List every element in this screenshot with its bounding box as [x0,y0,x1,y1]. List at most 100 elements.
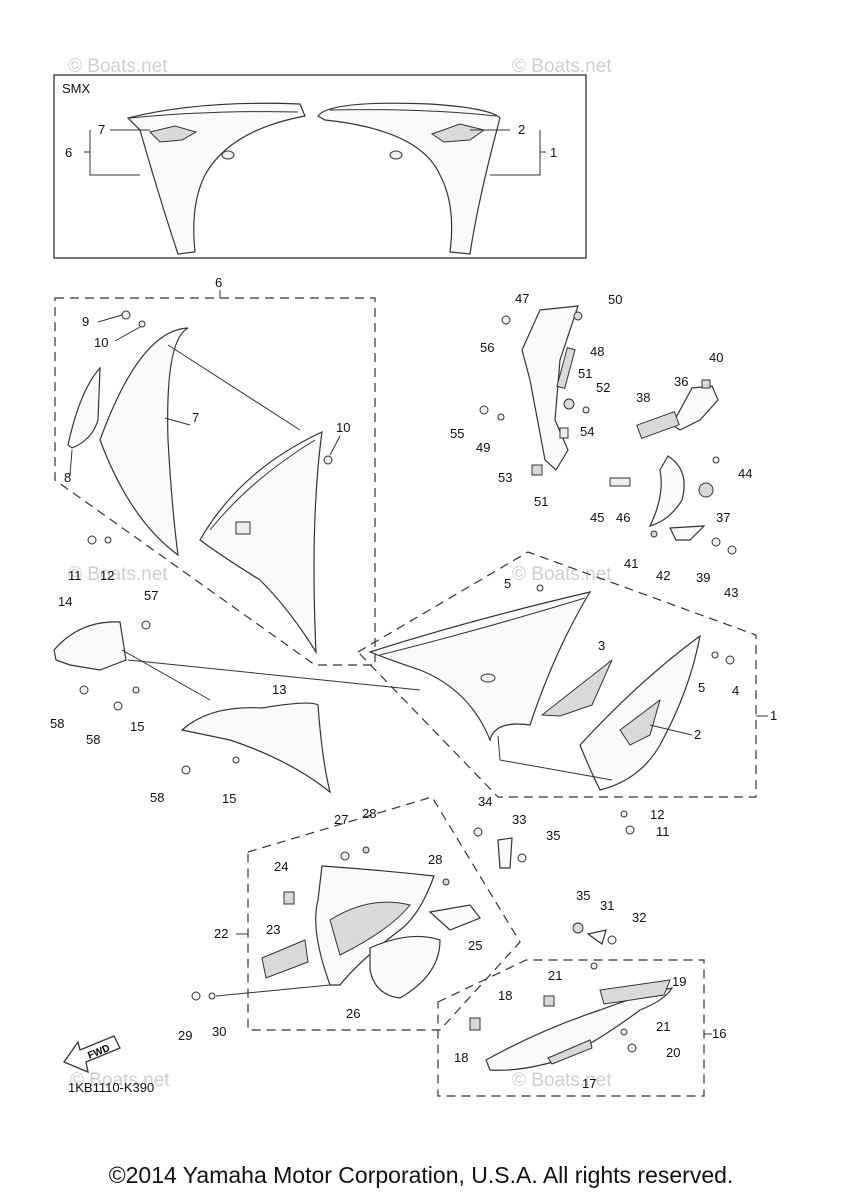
smx-left-cowl [126,102,306,255]
callout-smx-7: 7 [98,122,105,137]
callout-28b: 28 [428,852,442,867]
group-1: 1 5 3 5 4 2 12 11 [357,551,777,839]
smx-frame [53,74,587,259]
cowl-7 [99,327,189,557]
callout-53: 53 [498,470,512,485]
callout-9: 9 [82,314,89,329]
callout-31: 31 [600,898,614,913]
decal-3 [540,659,613,717]
inner-panel [199,430,323,655]
panel-13 [180,702,332,794]
left-parts: 14 57 58 58 15 13 58 15 [50,588,421,806]
pad-25 [428,904,481,931]
callout-51: 51 [578,366,592,381]
callout-27: 27 [334,812,348,827]
callout-smx-6: 6 [65,145,72,160]
callout-39: 39 [696,570,710,585]
watermarks: © Boats.net © Boats.net © Boats.net © Bo… [68,56,612,1091]
rubber-38 [636,410,680,440]
callout-56: 56 [480,340,494,355]
callout-42: 42 [656,568,670,583]
strip-8 [67,366,101,449]
callout-21: 21 [548,968,562,983]
bracket-33 [497,837,513,869]
callout-23: 23 [266,922,280,937]
callout-7: 7 [192,410,199,425]
callout-54: 54 [580,424,594,439]
callout-34: 34 [478,794,492,809]
callout-47: 47 [515,291,529,306]
callout-10: 10 [94,335,108,350]
callout-18b: 18 [454,1050,468,1065]
group-16: 16 35 31 32 21 19 18 21 20 18 17 [437,888,726,1097]
callout-21b: 21 [656,1019,670,1034]
callout-52: 52 [596,380,610,395]
callout-5: 5 [504,576,511,591]
copyright-notice: ©2014 Yamaha Motor Corporation, U.S.A. A… [108,1162,734,1188]
callout-14: 14 [58,594,72,609]
callout-28: 28 [362,806,376,821]
group-16-outline [437,959,705,1097]
callout-38: 38 [636,390,650,405]
emblem-17 [547,1039,593,1065]
callout-12b: 12 [650,807,664,822]
group-6: 6 9 10 7 10 8 11 12 [54,275,376,666]
callout-22: 22 [214,926,228,941]
watermark: © Boats.net [68,564,168,585]
smx-box: SMX 7 6 2 1 [53,74,587,259]
callout-37: 37 [716,510,730,525]
strip-19 [599,979,671,1005]
fwd-arrow: FWD [63,1035,121,1074]
watermark: © Boats.net [70,1070,170,1091]
callout-12: 12 [100,568,114,583]
group-1-outline [357,551,757,798]
diagram-code: 1KB1110-K390 [68,1080,154,1095]
callout-35: 35 [546,828,560,843]
callout-17: 17 [582,1076,596,1091]
callout-4: 4 [732,683,739,698]
bracket-14 [53,621,127,671]
callout-18: 18 [498,988,512,1003]
callout-29: 29 [178,1028,192,1043]
callout-35b: 35 [576,888,590,903]
callout-10b: 10 [336,420,350,435]
callout-16: 16 [712,1026,726,1041]
watermark: © Boats.net [512,56,612,77]
bracket-37 [648,455,685,527]
watermark: © Boats.net [512,1070,612,1091]
callout-58b: 58 [86,732,100,747]
callout-50: 50 [608,292,622,307]
callout-13: 13 [272,682,286,697]
callout-5b: 5 [698,680,705,695]
callout-2: 2 [694,727,701,742]
watermark: © Boats.net [68,56,168,77]
decal-2 [619,698,661,746]
callout-3: 3 [598,638,605,653]
callout-58c: 58 [150,790,164,805]
callout-smx-1: 1 [550,145,557,160]
callout-45: 45 [590,510,604,525]
callout-49: 49 [476,440,490,455]
pad-26 [369,935,441,999]
group-22-outline [247,796,521,1031]
callout-48: 48 [590,344,604,359]
smx-label: SMX [62,81,91,96]
callout-8: 8 [64,470,71,485]
callout-11b: 11 [656,824,670,839]
undercowl-16 [485,987,674,1071]
callout-33: 33 [512,812,526,827]
callout-19: 19 [672,974,686,989]
callout-43: 43 [724,585,738,600]
group-6-outline [54,297,376,666]
callout-24: 24 [274,859,288,874]
callout-55: 55 [450,426,464,441]
callout-smx-2: 2 [518,122,525,137]
callout-57: 57 [144,588,158,603]
callout-44: 44 [738,466,752,481]
bracket-31 [586,929,607,945]
sheet-23 [261,939,309,979]
bracket-47 [521,305,579,471]
callout-36: 36 [674,374,688,389]
side-panel-2 [579,634,701,791]
